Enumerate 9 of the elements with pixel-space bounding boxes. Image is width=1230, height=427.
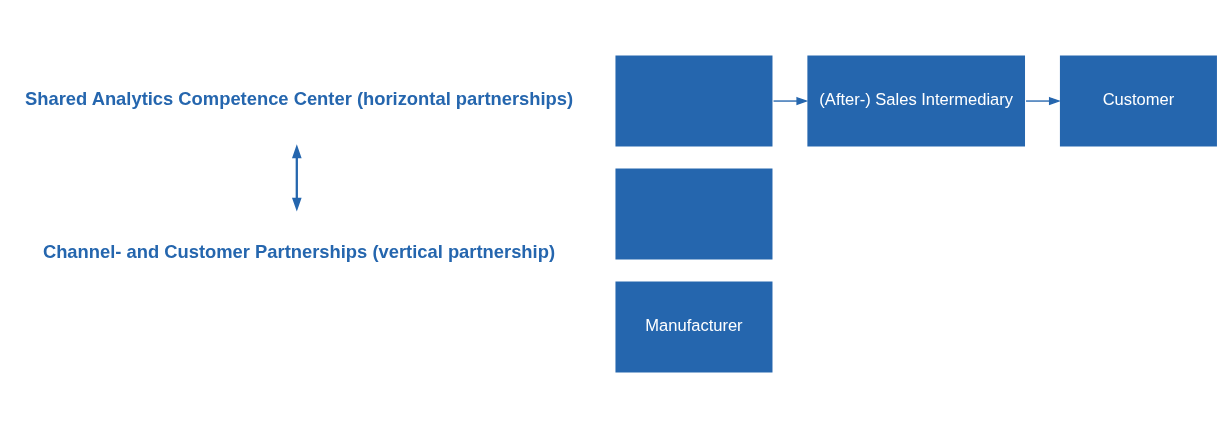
- node-box: Manufacturer: [613, 279, 775, 374]
- arrow: [772, 96, 809, 105]
- node-box: [613, 166, 775, 261]
- node-box: Customer: [1058, 53, 1219, 148]
- label: Shared Analytics Competence Center (horizontal partnerships): [24, 87, 574, 109]
- label: Channel- and Customer Partnerships (vertical partnership): [42, 240, 556, 262]
- node-box: (After-) Sales Intermediary: [805, 53, 1027, 148]
- arrow: [1025, 96, 1061, 105]
- node-box: [613, 53, 775, 148]
